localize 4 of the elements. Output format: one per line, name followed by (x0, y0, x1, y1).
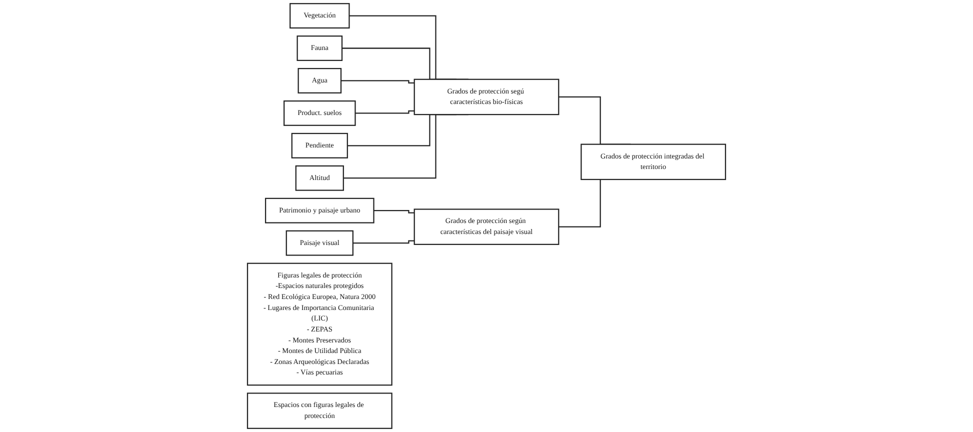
connector (341, 80, 414, 84)
connector (355, 110, 414, 114)
connector (352, 240, 414, 244)
connector (374, 210, 414, 214)
